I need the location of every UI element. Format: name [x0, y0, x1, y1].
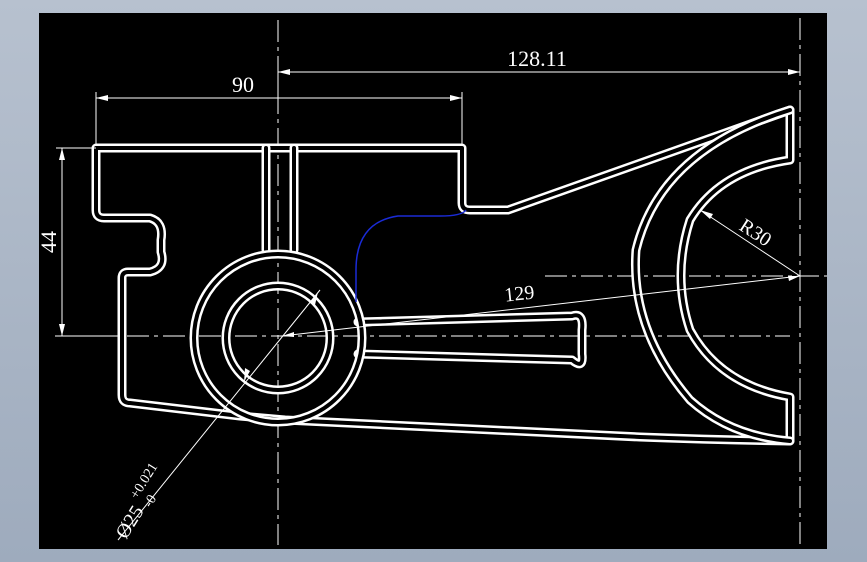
cad-drawing-viewport[interactable]: 128.11 90 44 [39, 13, 827, 549]
dimension-label-radius: R30 [735, 215, 775, 252]
part-outline [91, 105, 795, 446]
dimension-overall-length[interactable]: 128.11 [277, 46, 800, 100]
dimension-label-bore: Ø25 [112, 502, 149, 543]
dimension-height[interactable]: 44 [39, 147, 120, 337]
dimension-label-overall: 128.11 [507, 46, 567, 71]
dimension-label-height: 44 [39, 231, 61, 253]
dimension-label-distance: 129 [503, 282, 535, 307]
selected-fillet-curve[interactable] [355, 209, 467, 302]
dimension-label-width: 90 [232, 72, 254, 97]
dimension-center-distance[interactable]: 129 [281, 275, 801, 337]
dimension-radius[interactable]: R30 [699, 209, 801, 277]
dimension-top-width[interactable]: 90 [95, 72, 463, 146]
technical-drawing: 128.11 90 44 [39, 18, 827, 545]
